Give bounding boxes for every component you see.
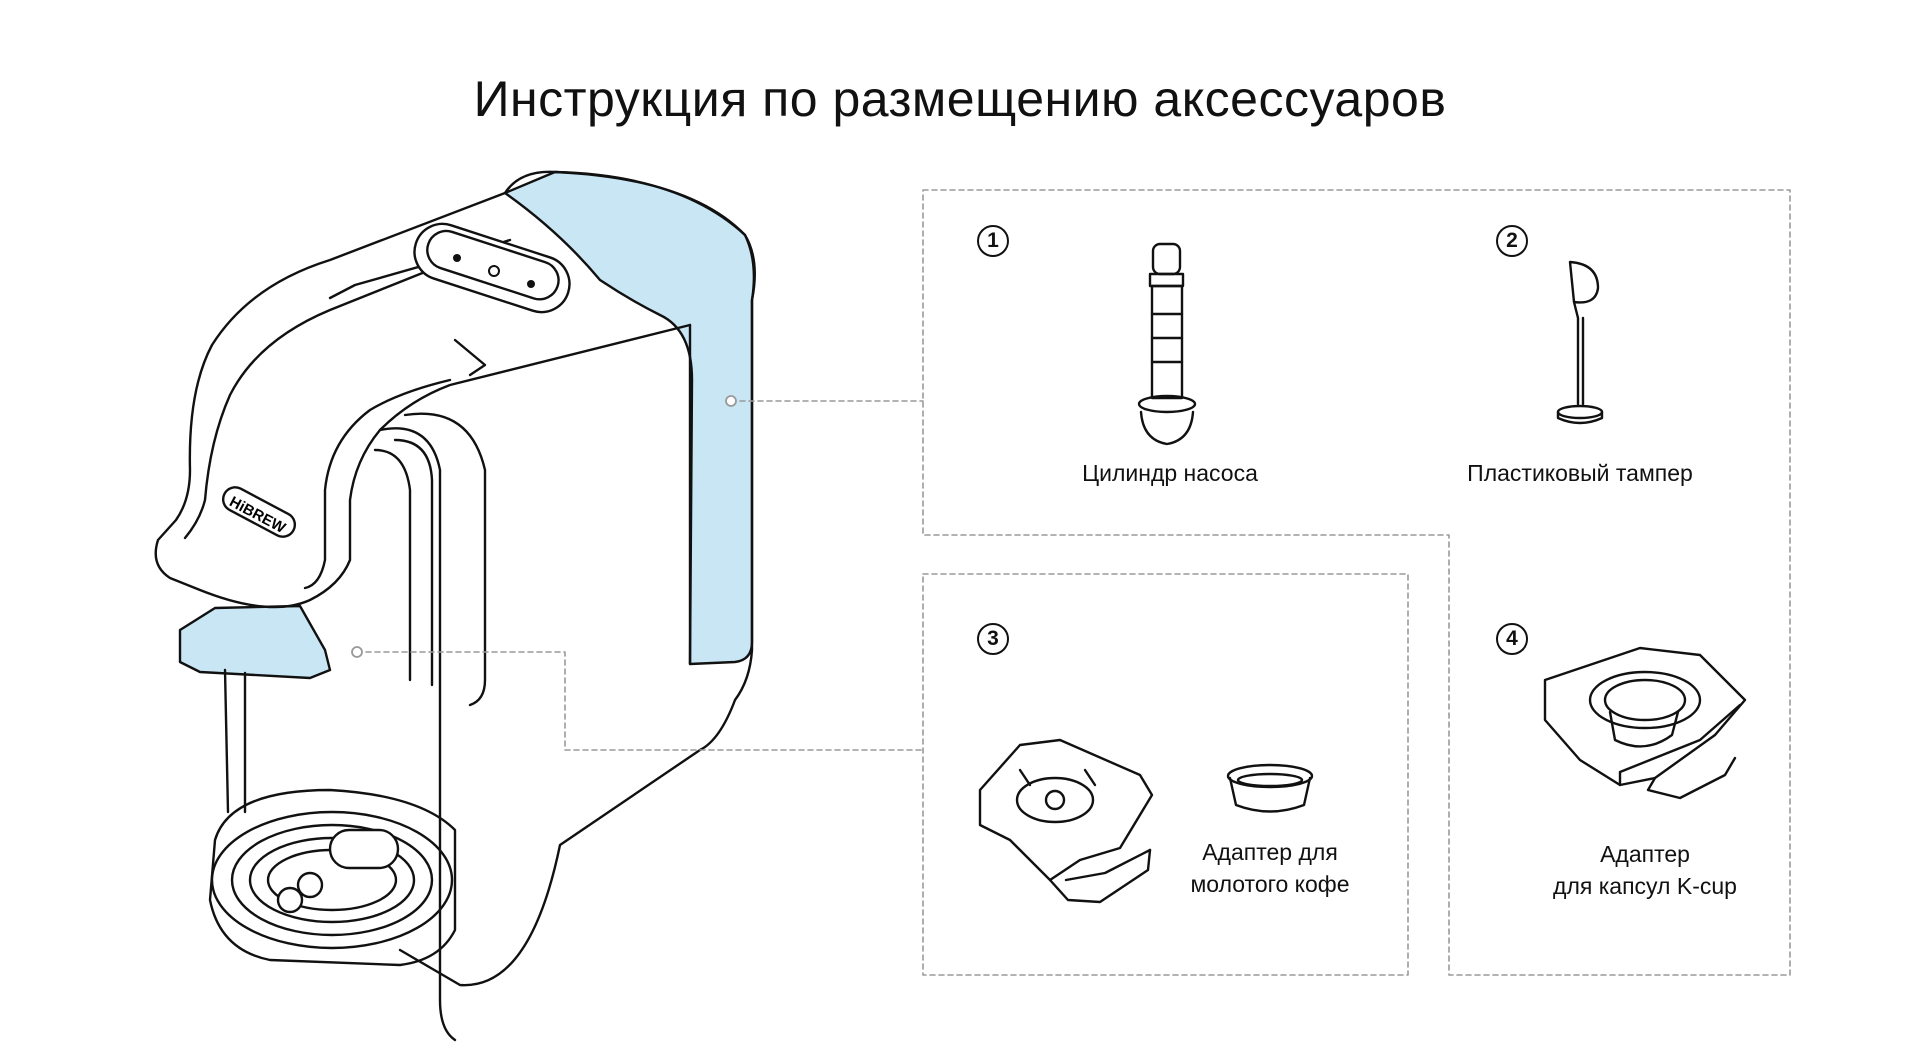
item-1-number: 1	[977, 225, 1009, 257]
item-1-label: Цилиндр насоса	[1082, 460, 1258, 486]
kcup-adapter-illustration	[1543, 646, 1747, 800]
power-button-icon	[488, 265, 500, 277]
plastic-tamper-illustration	[1556, 260, 1604, 425]
brand-logo: HiBREW	[227, 493, 289, 537]
shelf-callout-dot	[351, 646, 363, 658]
item-4-label: Адаптер для капсул K-cup	[1520, 838, 1770, 902]
pump-cylinder-illustration	[1137, 242, 1197, 446]
item-4-label-line2: для капсул K-cup	[1553, 873, 1737, 899]
item-2-label: Пластиковый тампер	[1467, 460, 1693, 486]
item-2-number: 2	[1496, 225, 1528, 257]
ground-coffee-adapter-illustration	[978, 738, 1314, 904]
water-tank-panel	[503, 170, 756, 666]
item-3-label-line2: молотого кофе	[1190, 871, 1350, 897]
page-title: Инструкция по размещению аксессуаров	[473, 71, 1447, 127]
item-4-label-line1: Адаптер	[1600, 841, 1690, 867]
mug-button-icon	[527, 280, 535, 288]
coffee-machine-illustration	[154, 170, 756, 1042]
cup-shelf	[178, 604, 332, 680]
accessory-frames	[356, 189, 1791, 976]
item-3-number: 3	[977, 623, 1009, 655]
cup-button-icon	[453, 254, 461, 262]
item-3-label: Адаптер для молотого кофе	[1150, 836, 1390, 900]
tank-callout-dot	[725, 395, 737, 407]
item-3-label-line1: Адаптер для	[1202, 839, 1338, 865]
item-4-number: 4	[1496, 623, 1528, 655]
